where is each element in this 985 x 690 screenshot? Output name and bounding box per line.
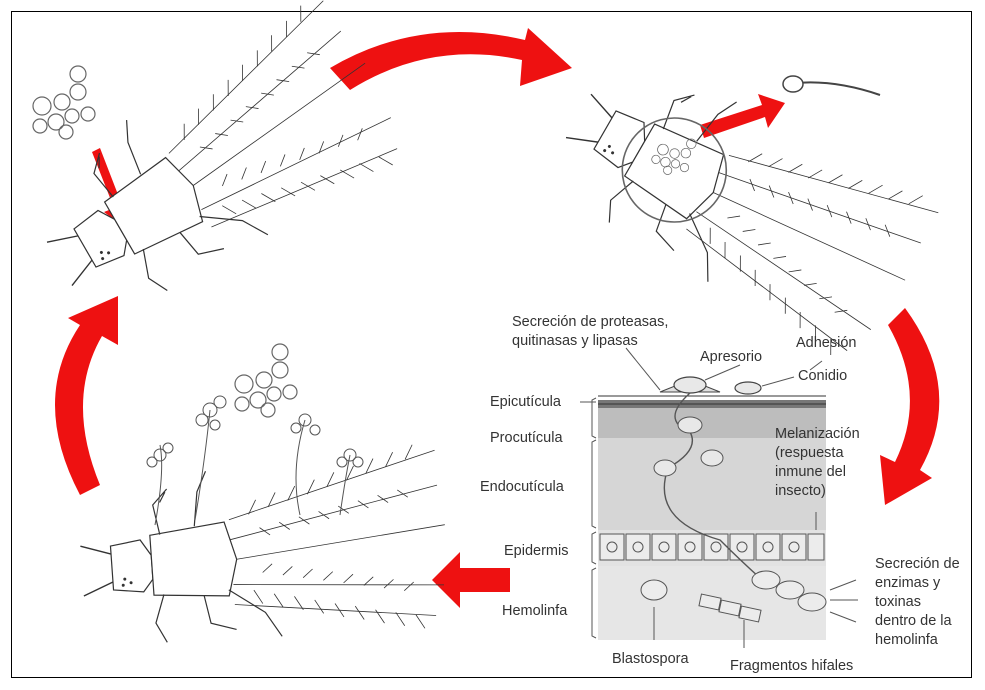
cuticle-cross-section — [592, 377, 826, 640]
thrips-infected-topleft — [8, 0, 416, 334]
label-hyphal-fragments: Fragmentos hifales — [730, 658, 853, 675]
label-melanization: Melanización (respuesta inmune del insec… — [775, 425, 860, 501]
label-hemolymph: Hemolinfa — [502, 603, 567, 620]
label-epidermis: Epidermis — [504, 543, 568, 560]
thrips-sporulating-bottom — [75, 443, 452, 652]
label-appressorium: Apresorio — [700, 349, 762, 366]
conidiophores — [147, 396, 363, 525]
label-endocuticle: Endocutícula — [480, 479, 564, 496]
spores-icon — [235, 344, 297, 417]
label-secretion-proteases: Secreción de proteasas, quitinasas y lip… — [512, 313, 668, 351]
label-conidium: Conidio — [798, 368, 847, 385]
label-procuticle: Procutícula — [490, 430, 563, 447]
spores-icon — [33, 66, 95, 139]
label-adhesion: Adhesión — [796, 335, 856, 352]
label-epicuticle: Epicutícula — [490, 394, 561, 411]
label-blastospore: Blastospora — [612, 651, 689, 668]
label-secretion-toxins: Secreción de enzimas y toxinas dentro de… — [875, 555, 960, 650]
